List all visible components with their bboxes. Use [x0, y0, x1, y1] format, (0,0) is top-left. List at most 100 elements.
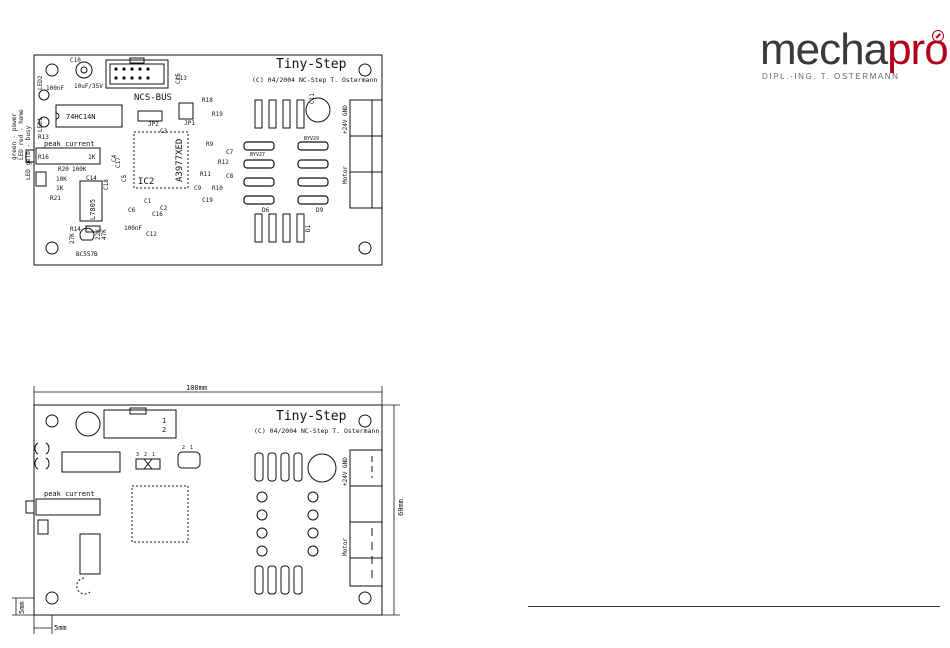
terminal-label-power: +24V GND [342, 105, 349, 134]
misc-label: R10 [212, 185, 223, 192]
misc-label: LED1 [37, 117, 44, 132]
misc-label: 22K [95, 229, 102, 240]
bottom-board-outline [33, 404, 383, 616]
misc-label: D1 [305, 224, 312, 232]
misc-label: C1 [144, 198, 152, 205]
mount-hole [45, 414, 59, 428]
power-label-1: LED red - home [18, 109, 25, 160]
logo-tagline: DIPL.-ING. T. OSTERMANN [762, 72, 900, 81]
power-label-2: LED gelb - busy [25, 125, 32, 180]
terminal-label-motor: Motor [342, 166, 349, 184]
r20-val: 100K [72, 166, 87, 173]
bottom-board [12, 386, 400, 634]
pin-label: 2 [144, 452, 147, 458]
misc-label: 27K [69, 233, 76, 244]
misc-label: 47K [101, 229, 108, 240]
misc-label: R19 [212, 111, 223, 118]
r16-val: 1K [88, 154, 96, 161]
mount-hole [358, 414, 372, 428]
jp2-label: JP2 [148, 121, 159, 128]
bottom-title: Tiny-Step [276, 409, 347, 424]
cap-label: C16 [152, 211, 163, 218]
bottom-terminal-power: +24V GND [342, 457, 349, 486]
misc-label: C2 [160, 205, 168, 212]
misc-label: D6 [262, 207, 270, 214]
pin-label: 2 [182, 445, 185, 451]
ic-74hc14 [55, 104, 123, 128]
misc-label: C9 [194, 185, 202, 192]
pin-label: 1 [152, 452, 155, 458]
misc-label: R21 [50, 195, 61, 202]
top-copyright: (C) 04/2004 NC-Step T. Ostermann [252, 76, 377, 84]
cap-label: C14 [86, 175, 97, 182]
pin-label: 1 [162, 417, 166, 425]
misc-label: R9 [206, 141, 214, 148]
ic-small-label: L7805 [89, 199, 97, 220]
power-label-0: green - power [11, 113, 18, 160]
jumper-outline [135, 458, 161, 470]
dim-margin-y-label: 5mm [18, 601, 26, 614]
diode-array [243, 141, 329, 205]
ic-logic-label: 74HC14N [66, 113, 96, 121]
misc-label: 100nF [124, 225, 142, 232]
jumper-jp1 [178, 102, 194, 120]
ic-small-outline [79, 533, 101, 575]
cap-val: 100nF [46, 85, 64, 92]
top-board [25, 54, 383, 266]
misc-label: C5 [121, 174, 128, 182]
terminal-blocks [349, 99, 383, 209]
misc-label: C4 [111, 154, 118, 162]
diode-outlines [256, 491, 319, 557]
misc-label: R12 [218, 159, 229, 166]
peak-pot-outline [35, 498, 101, 516]
misc-label: C3 [160, 128, 168, 135]
misc-label: BYV27 [250, 152, 265, 158]
ic-a3977 [133, 131, 189, 189]
dim-width-label: 100mm [186, 384, 207, 392]
dim-margin-x-label: 5mm [54, 624, 67, 632]
peak-label: peak current [44, 140, 95, 148]
top-title: Tiny-Step [276, 57, 347, 72]
cap-label: C15 [175, 73, 182, 84]
capacitor-c11 [305, 97, 331, 123]
terminal-outlines [349, 449, 383, 587]
resistor-bank-top [254, 99, 305, 129]
led [38, 89, 50, 101]
bottom-copyright: (C) 04/2004 NC-Step T. Ostermann [254, 427, 379, 435]
cap-val: 10uF/35V [74, 83, 103, 90]
mount-hole [358, 63, 372, 77]
cap-label: C13 [176, 75, 187, 82]
led [38, 116, 50, 128]
cap-label: C12 [146, 231, 157, 238]
bus-header [105, 59, 169, 89]
ic-a3977-outline [131, 485, 189, 543]
mount-hole [358, 241, 372, 255]
cap-label: C11 [309, 93, 316, 104]
ic2-part: A3977XED [175, 139, 185, 182]
big-cap-outline [307, 453, 337, 483]
dimension-lines [12, 386, 400, 634]
logo-wordmark: mechapro [760, 25, 949, 74]
pin-label: 1 [190, 445, 193, 451]
resistor-outlines-top [254, 452, 303, 482]
connector-outline [103, 409, 177, 439]
capacitor-outline [75, 411, 101, 437]
mount-hole [45, 241, 59, 255]
misc-label: C6 [128, 207, 136, 214]
misc-label: C7 [226, 149, 234, 156]
logo-mark-icon [932, 30, 944, 42]
logo-word-mecha: mecha [760, 25, 888, 74]
cap-label: C18 [103, 179, 110, 190]
resistor-outlines-bottom [254, 565, 303, 595]
cap-label: C19 [202, 197, 213, 204]
misc-label: LED2 [37, 75, 44, 90]
r20-label: R20 [58, 166, 69, 173]
misc-label: R18 [202, 97, 213, 104]
mechapro-logo: mechapro DIPL.-ING. T. OSTERMANN [760, 28, 950, 88]
dim-height-label: 60mm [397, 499, 405, 516]
ic2-label: IC2 [138, 177, 154, 187]
pin-label: 3 [136, 452, 139, 458]
misc-label: R11 [200, 171, 211, 178]
jumper-outline-2 [177, 451, 201, 469]
